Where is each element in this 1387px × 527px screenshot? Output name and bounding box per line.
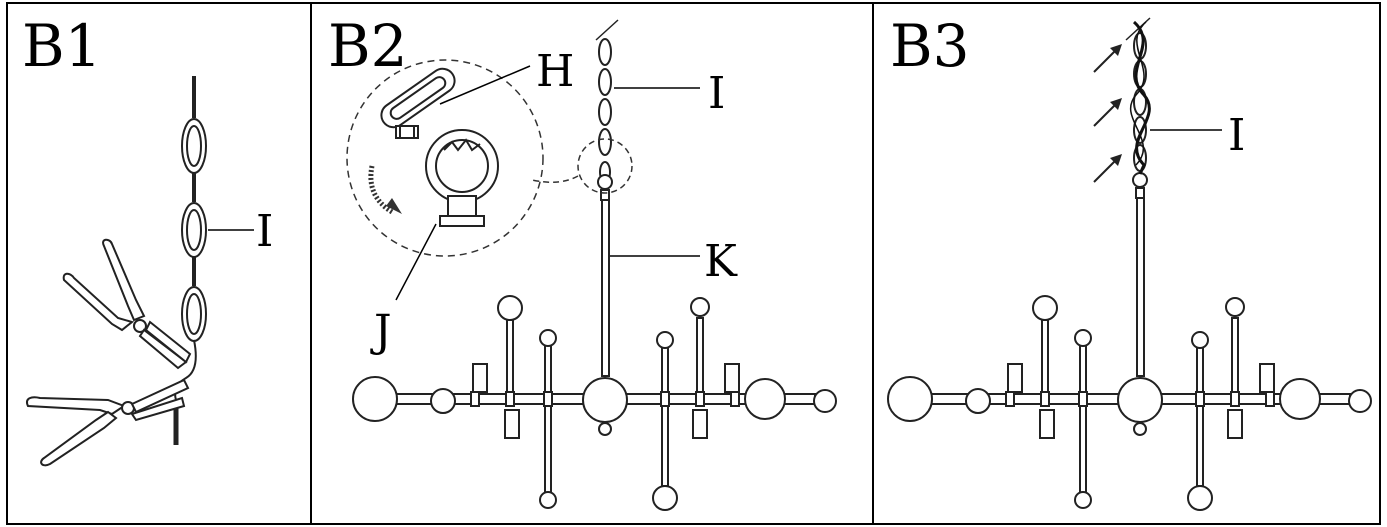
b3-chain bbox=[1125, 17, 1151, 199]
canopy-loop-icon bbox=[425, 129, 499, 227]
pliers-icon-2 bbox=[26, 378, 190, 467]
b2-label-k: K bbox=[704, 236, 738, 287]
panel-b2: B2 I K H bbox=[328, 12, 837, 511]
b2-chain bbox=[595, 19, 619, 201]
pliers-icon bbox=[62, 238, 192, 370]
panel-b1-title: B1 bbox=[22, 12, 102, 80]
hook-icon bbox=[380, 67, 456, 139]
b2-label-h: H bbox=[536, 46, 574, 97]
panel-b2-title: B2 bbox=[328, 12, 408, 80]
panel-b3-title: B3 bbox=[890, 12, 970, 80]
b2-detail-callout bbox=[346, 59, 544, 257]
b2-fixture bbox=[352, 295, 837, 511]
b2-hook-leader bbox=[439, 65, 531, 105]
panel-b3: B3 I bbox=[887, 12, 1372, 511]
b2-loop-leader bbox=[395, 223, 437, 301]
b1-label-i: I bbox=[256, 206, 273, 257]
b3-label-i: I bbox=[1228, 110, 1245, 161]
outer-border bbox=[6, 2, 1381, 525]
panel-b1: B1 I bbox=[22, 12, 273, 467]
b3-rod bbox=[1136, 197, 1145, 377]
b2-detail-marker bbox=[577, 138, 633, 194]
b2-rod bbox=[601, 199, 610, 377]
rotate-arrow-icon bbox=[368, 165, 402, 215]
b2-label-i: I bbox=[708, 68, 725, 119]
b3-fixture bbox=[887, 295, 1372, 511]
b2-label-j: J bbox=[370, 306, 392, 357]
b3-wire-arrows bbox=[1093, 44, 1122, 183]
